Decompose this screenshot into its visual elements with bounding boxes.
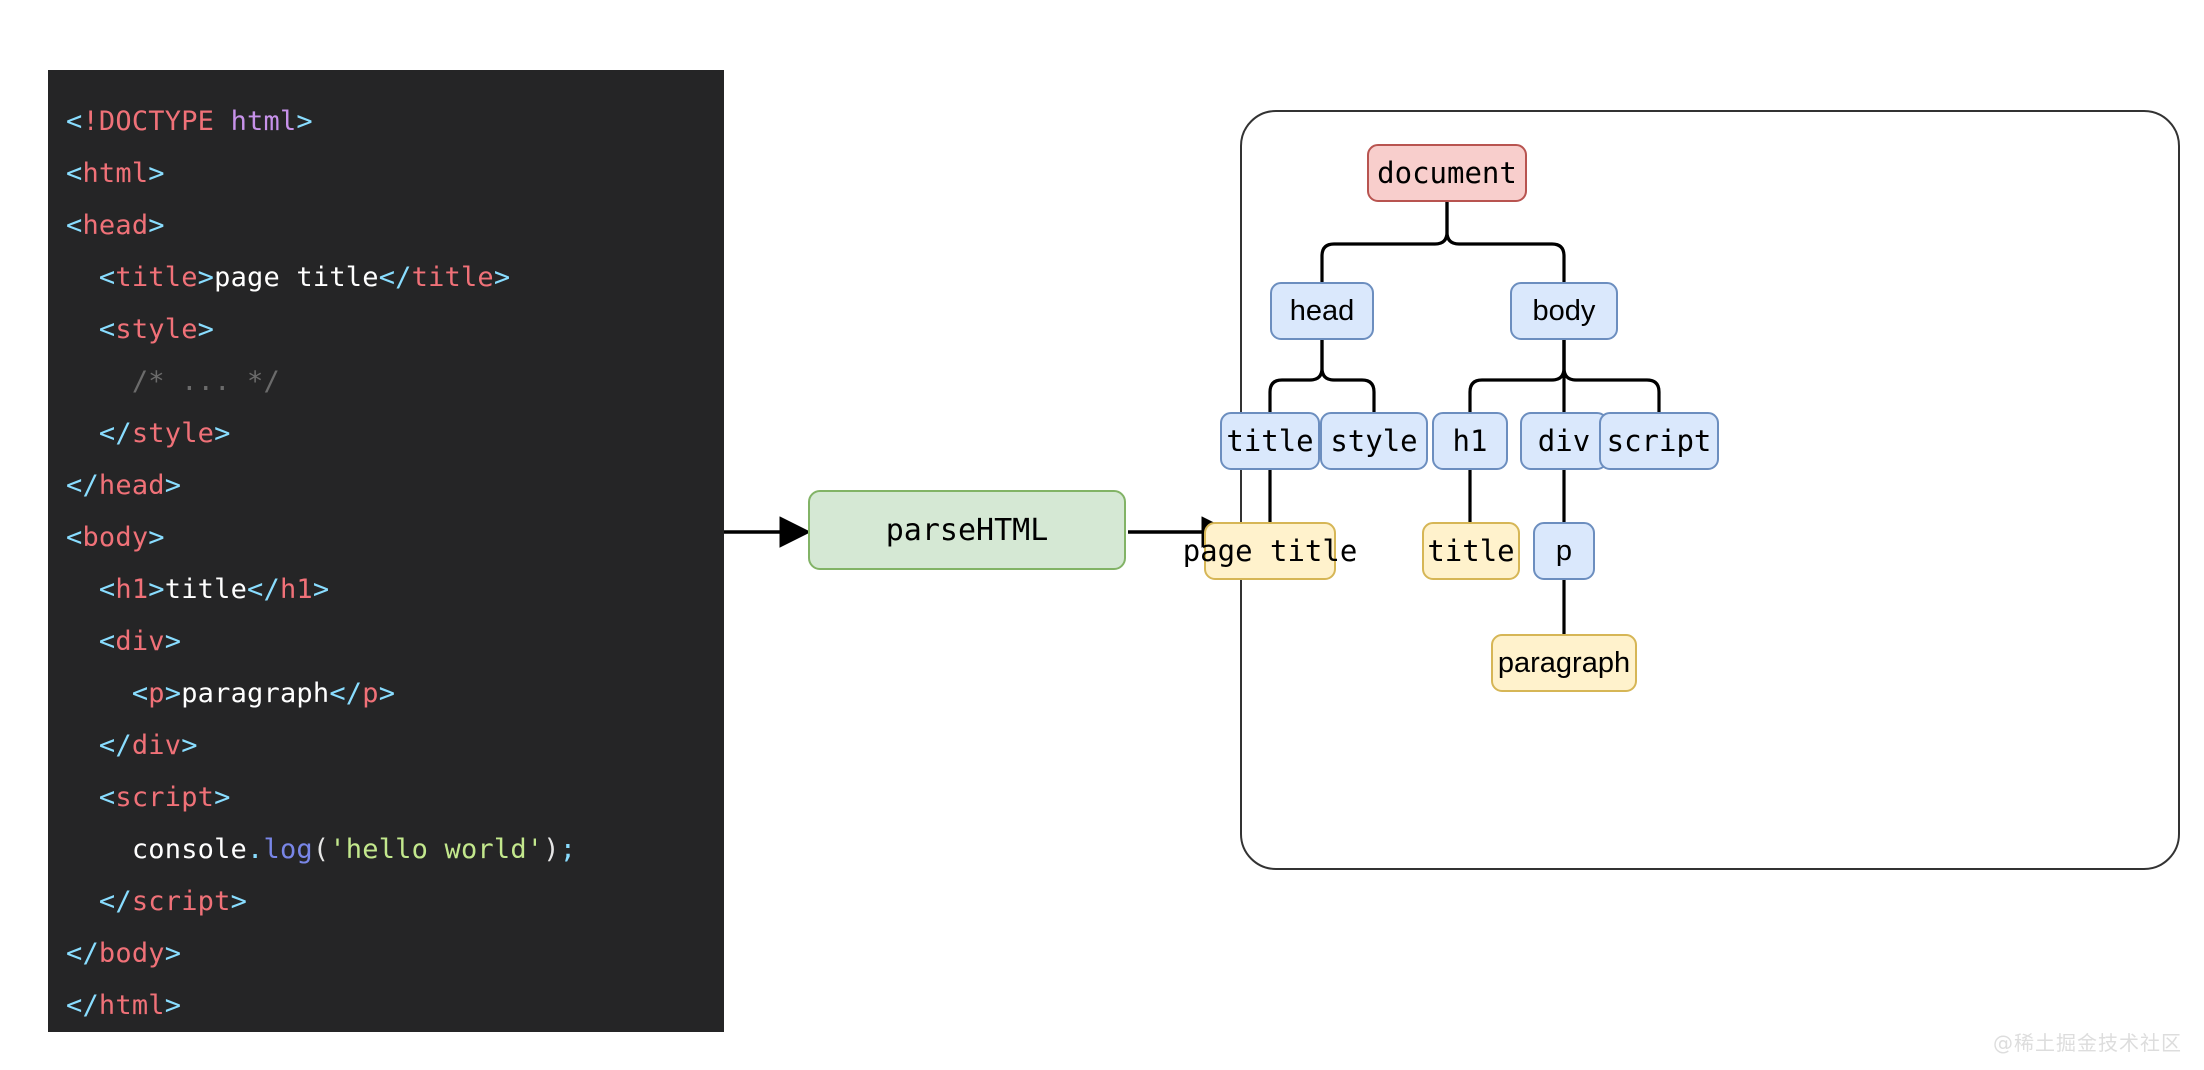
tree-node-style-element[interactable]: style [1320,412,1428,470]
code-line: <h1>title</h1> [66,574,330,605]
watermark: @稀土掘金技术社区 [1993,1031,2182,1055]
tree-node-page-title-text[interactable]: page title [1183,522,1357,580]
code-line: </head> [66,470,182,501]
code-line: console.log('hello world'); [66,834,577,865]
tree-node-p-element[interactable]: p [1533,522,1595,580]
parse-html-node[interactable]: parseHTML [808,490,1126,570]
tree-node-body[interactable]: body [1510,282,1618,340]
tree-node-script-element[interactable]: script [1599,412,1719,470]
tree-node-h1-element[interactable]: h1 [1432,412,1508,470]
code-line: <body> [66,522,165,553]
code-listing[interactable]: <!DOCTYPE html> <html> <head> <title>page … [48,96,724,1032]
tree-node-paragraph-text[interactable]: paragraph [1491,634,1637,692]
code-panel: <!DOCTYPE html> <html> <head> <title>page … [48,70,724,1032]
code-line: </script> [66,886,248,917]
tree-node-title-element[interactable]: title [1220,412,1320,470]
code-line: <script> [66,782,231,813]
code-line: /* ... */ [66,366,280,397]
code-line: </body> [66,938,182,969]
code-line: <head> [66,210,165,241]
code-line: </style> [66,418,231,449]
code-line: </html> [66,990,182,1021]
code-line: <div> [66,626,182,657]
dom-tree-container: document head body title style h1 div sc… [1183,110,2180,870]
dom-tree-edges [1268,200,1661,636]
code-line: <style> [66,314,215,345]
code-line: <title>page title</title> [66,262,511,293]
arrow-code-to-parse-icon [724,516,811,548]
tree-node-title-text[interactable]: title [1422,522,1520,580]
tree-node-div-element[interactable]: div [1520,412,1608,470]
code-line: <html> [66,158,165,189]
tree-node-head[interactable]: head [1270,282,1374,340]
code-line: </div> [66,730,198,761]
tree-node-document[interactable]: document [1367,144,1527,202]
code-line: <p>paragraph</p> [66,678,396,709]
code-line: <!DOCTYPE html> [66,106,313,137]
